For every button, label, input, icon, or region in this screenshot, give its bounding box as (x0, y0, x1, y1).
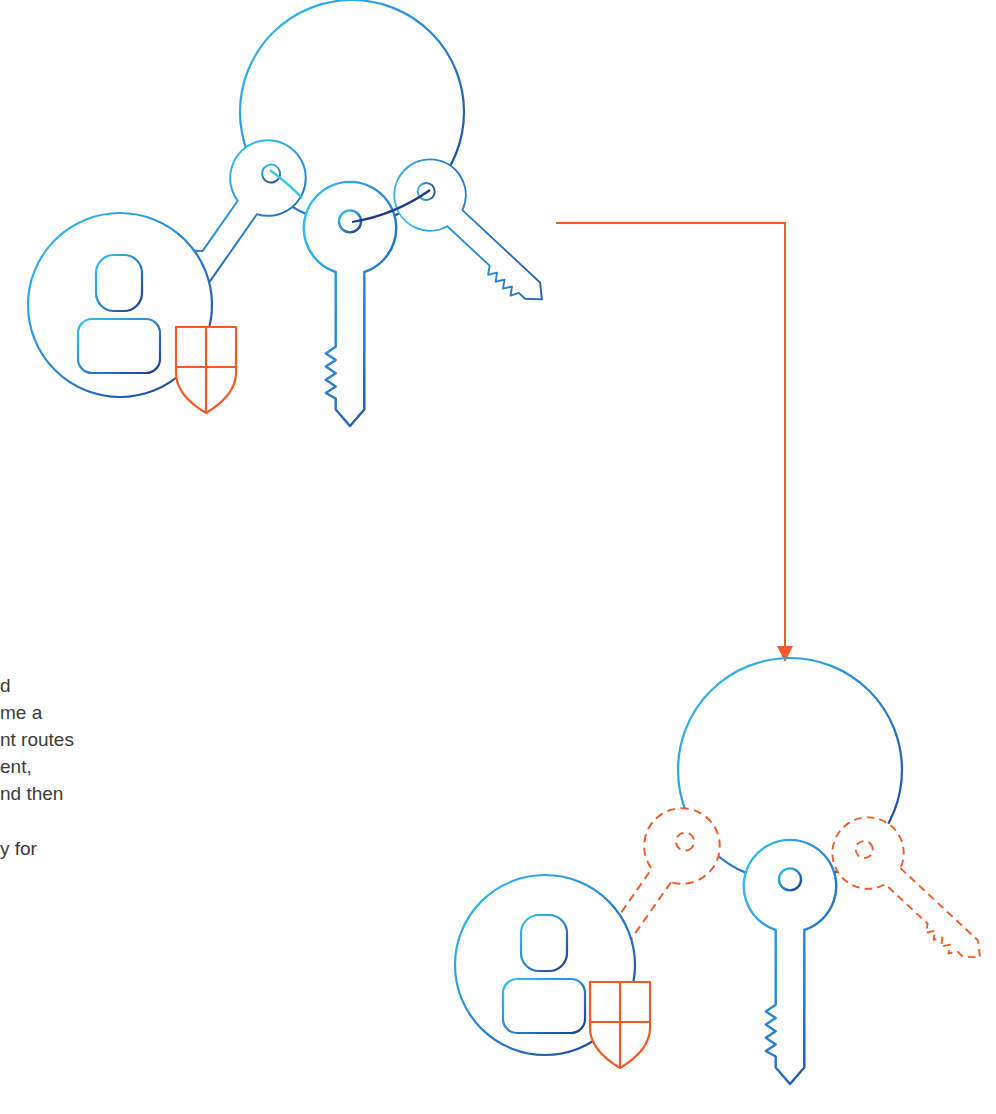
key (744, 840, 836, 1084)
ring-wire (270, 170, 302, 198)
shield-icon (590, 982, 650, 1068)
body-text: y for (0, 837, 37, 861)
user-icon (78, 255, 160, 373)
removed-key (818, 803, 996, 984)
body-text: ent, (0, 755, 32, 779)
key (304, 182, 396, 426)
body-text: nt routes (0, 728, 74, 752)
ring-wire (352, 190, 430, 222)
body-text: d (0, 674, 11, 698)
flow-arrow (556, 223, 793, 662)
shield-icon (176, 327, 236, 413)
body-text: me a (0, 701, 42, 725)
arrow-line (556, 223, 785, 648)
body-text: nd then (0, 782, 63, 806)
reduced-keyring (455, 658, 996, 1084)
user-icon (503, 915, 585, 1033)
full-keyring (28, 0, 566, 426)
key (380, 145, 567, 326)
